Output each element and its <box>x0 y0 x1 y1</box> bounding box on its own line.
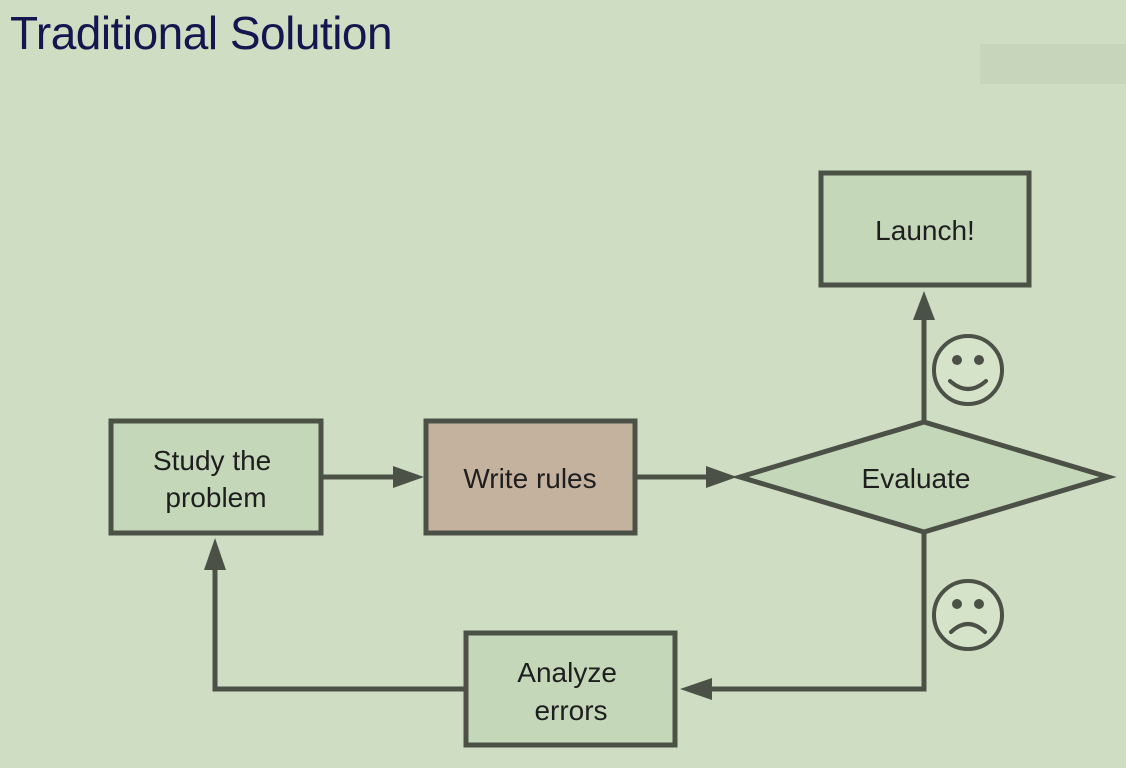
arrow-evaluate-to-analyze <box>710 532 927 692</box>
node-analyze-line-1: Analyze <box>517 657 617 688</box>
arrowhead-study <box>204 538 226 570</box>
node-write-line-1: Write rules <box>463 463 596 494</box>
node-study-label: Study the problem <box>153 445 279 513</box>
node-launch-label: Launch! <box>875 215 975 246</box>
node-evaluate-label: Evaluate <box>862 463 971 494</box>
arrow-analyze-to-study <box>212 568 465 692</box>
node-launch-box <box>818 170 1032 288</box>
node-launch-line-1: Launch! <box>875 215 975 246</box>
smiley-face-icon <box>932 334 1004 406</box>
node-study-line-2: problem <box>165 482 266 513</box>
node-analyze-box <box>463 630 678 748</box>
arrowhead-evaluate <box>706 466 737 488</box>
node-analyze-label: Analyze errors <box>517 657 624 726</box>
arrowhead-analyze <box>680 678 712 700</box>
node-study-line-1: Study the <box>153 445 271 476</box>
frowny-face-icon <box>932 579 1004 651</box>
decorative-band <box>980 44 1126 84</box>
arrowhead-write <box>393 466 424 488</box>
node-write-label: Write rules <box>463 463 596 494</box>
node-evaluate-line-1: Evaluate <box>862 463 971 494</box>
node-write-box <box>423 418 638 536</box>
node-evaluate-diamond <box>731 419 1117 535</box>
node-analyze-line-2: errors <box>534 695 607 726</box>
arrowhead-launch <box>913 291 935 320</box>
node-study-box <box>108 418 324 536</box>
slide-title: Traditional Solution <box>10 7 393 59</box>
